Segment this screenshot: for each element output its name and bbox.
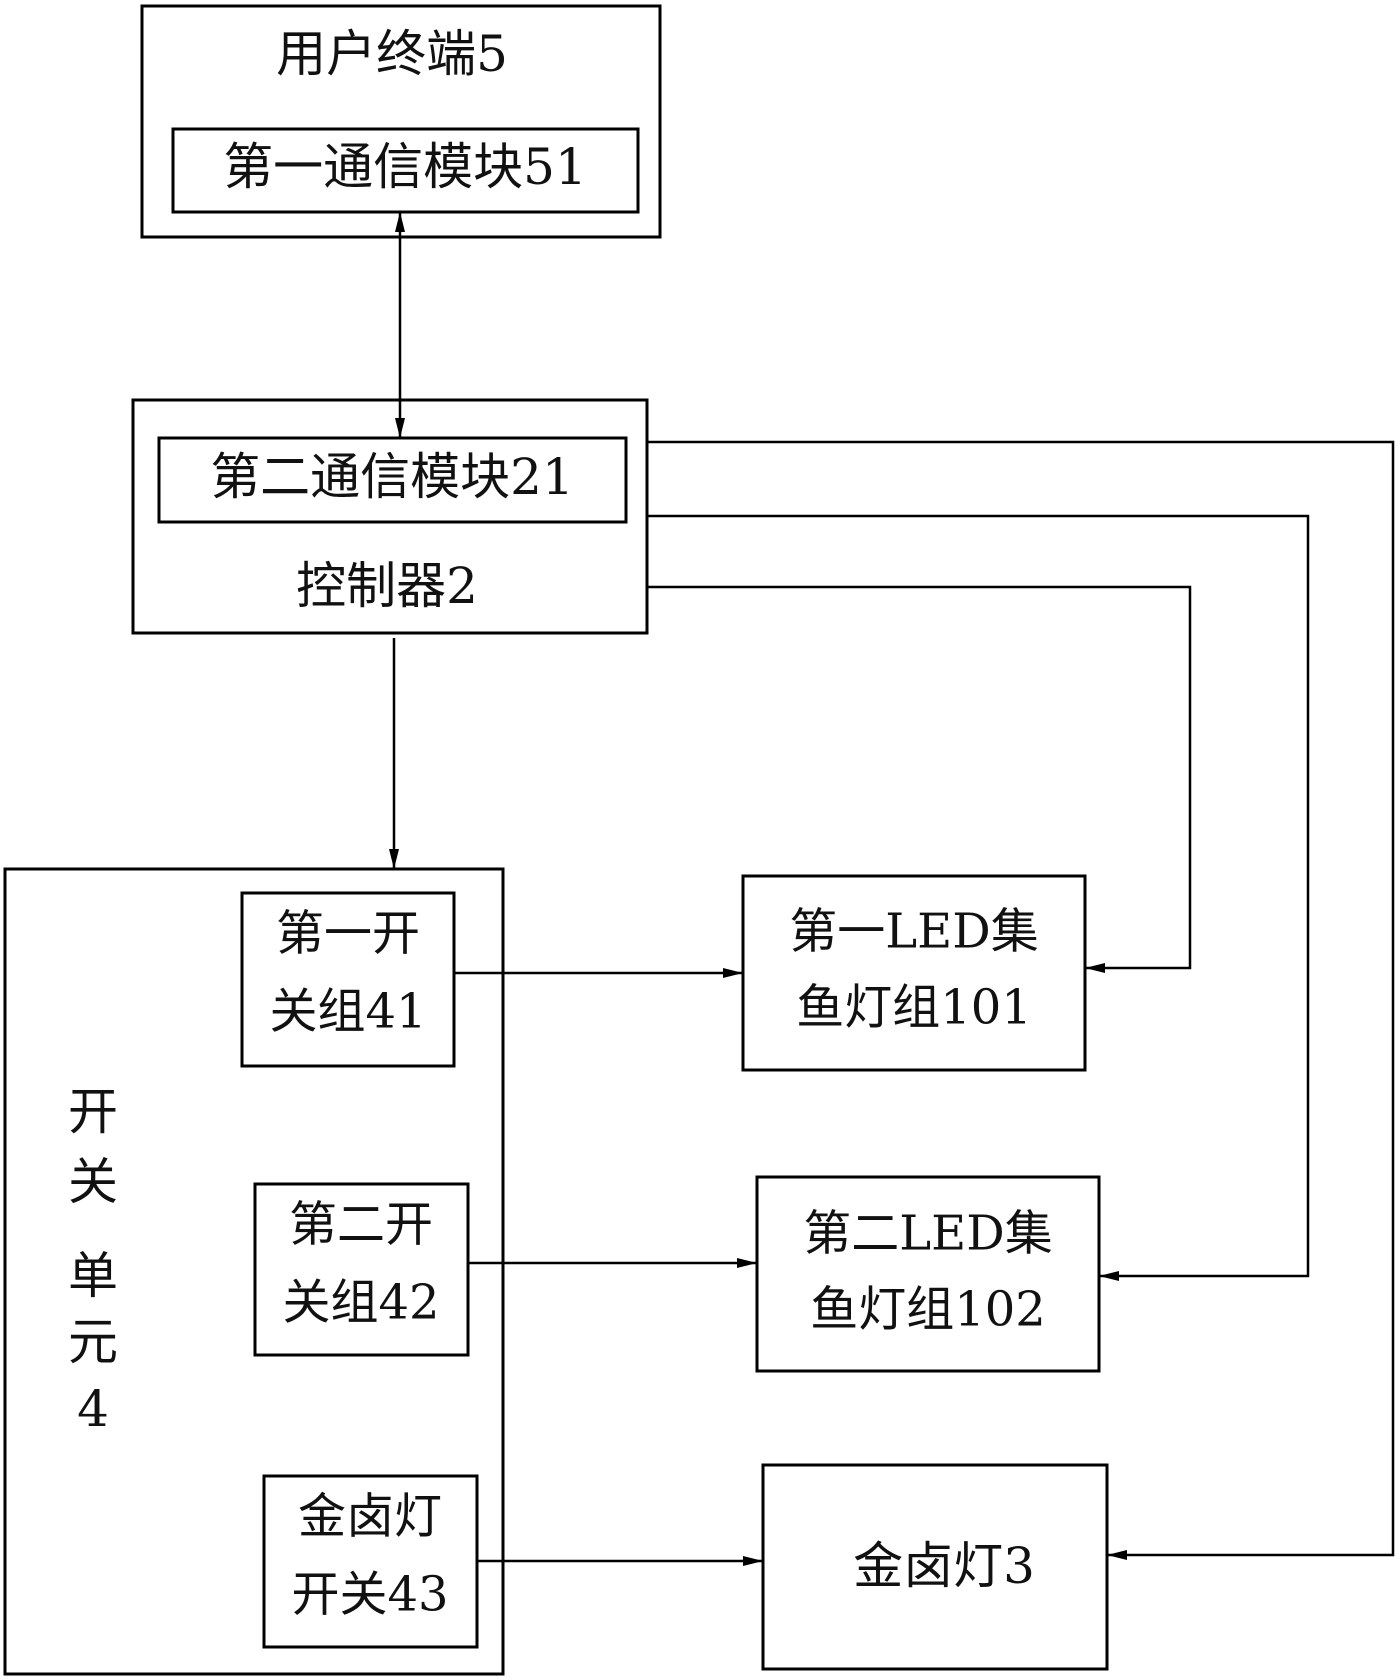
- led-group-2-label-line-1: 第二LED集: [803, 1206, 1052, 1262]
- controller-to-led-group-2-wire: [647, 514, 1310, 1281]
- switch-unit-label-char-4: 元: [68, 1313, 118, 1371]
- halide-switch-label-line-1: 金卤灯: [298, 1489, 442, 1545]
- switch-group-1-label-line-1: 第一开: [276, 906, 420, 962]
- halide-lamp-box: [761, 1463, 1109, 1671]
- led-group-2-box: [755, 1175, 1101, 1373]
- controller-to-led-group-1-wire: [647, 585, 1192, 973]
- switch-group-1-label-line-2: 关组41: [269, 984, 426, 1040]
- user-terminal-label: 用户终端5: [276, 25, 508, 83]
- switch-unit-label-char-2: 关: [68, 1153, 118, 1211]
- led-group-2-block: 第二LED集 鱼灯组102: [755, 1175, 1101, 1373]
- halide-switch-label-line-2: 开关43: [291, 1567, 448, 1623]
- led-group-1-label-line-1: 第一LED集: [789, 904, 1038, 960]
- halide-switch-box: [262, 1474, 479, 1649]
- switch-unit-label-char-3: 单: [68, 1247, 118, 1305]
- comm-module-2-box: [157, 436, 628, 524]
- switch-unit-block: 开 关 单 元 4 第一开 关组41 第二开 关组42 金卤灯 开关43: [3, 867, 505, 1676]
- switch-unit-label-char-1: 开: [68, 1083, 118, 1141]
- comm-module-2-label: 第二通信模块21: [210, 448, 574, 506]
- led-group-2-label-line-2: 鱼灯组102: [810, 1282, 1046, 1338]
- switch-group-2-label-line-2: 关组42: [282, 1275, 439, 1331]
- switch-group-2-box: [253, 1182, 470, 1357]
- led-group-1-block: 第一LED集 鱼灯组101: [741, 874, 1087, 1072]
- switch-group-2-label-line-1: 第二开: [289, 1197, 433, 1253]
- switch-unit-label-char-5: 4: [77, 1380, 109, 1438]
- controller-to-halide-lamp-wire: [647, 440, 1395, 1560]
- comm-module-1-label: 第一通信模块51: [223, 138, 587, 196]
- controller-label: 控制器2: [296, 557, 478, 615]
- halide-lamp-block: 金卤灯3: [761, 1463, 1109, 1671]
- controller-block: 第二通信模块21 控制器2: [131, 398, 649, 635]
- switch-group-1-box: [240, 891, 456, 1068]
- halide-lamp-label: 金卤灯3: [853, 1537, 1035, 1595]
- led-group-1-label-line-2: 鱼灯组101: [796, 980, 1032, 1036]
- comm-module-1-box: [171, 127, 640, 214]
- user-terminal-block: 用户终端5 第一通信模块51: [140, 4, 662, 239]
